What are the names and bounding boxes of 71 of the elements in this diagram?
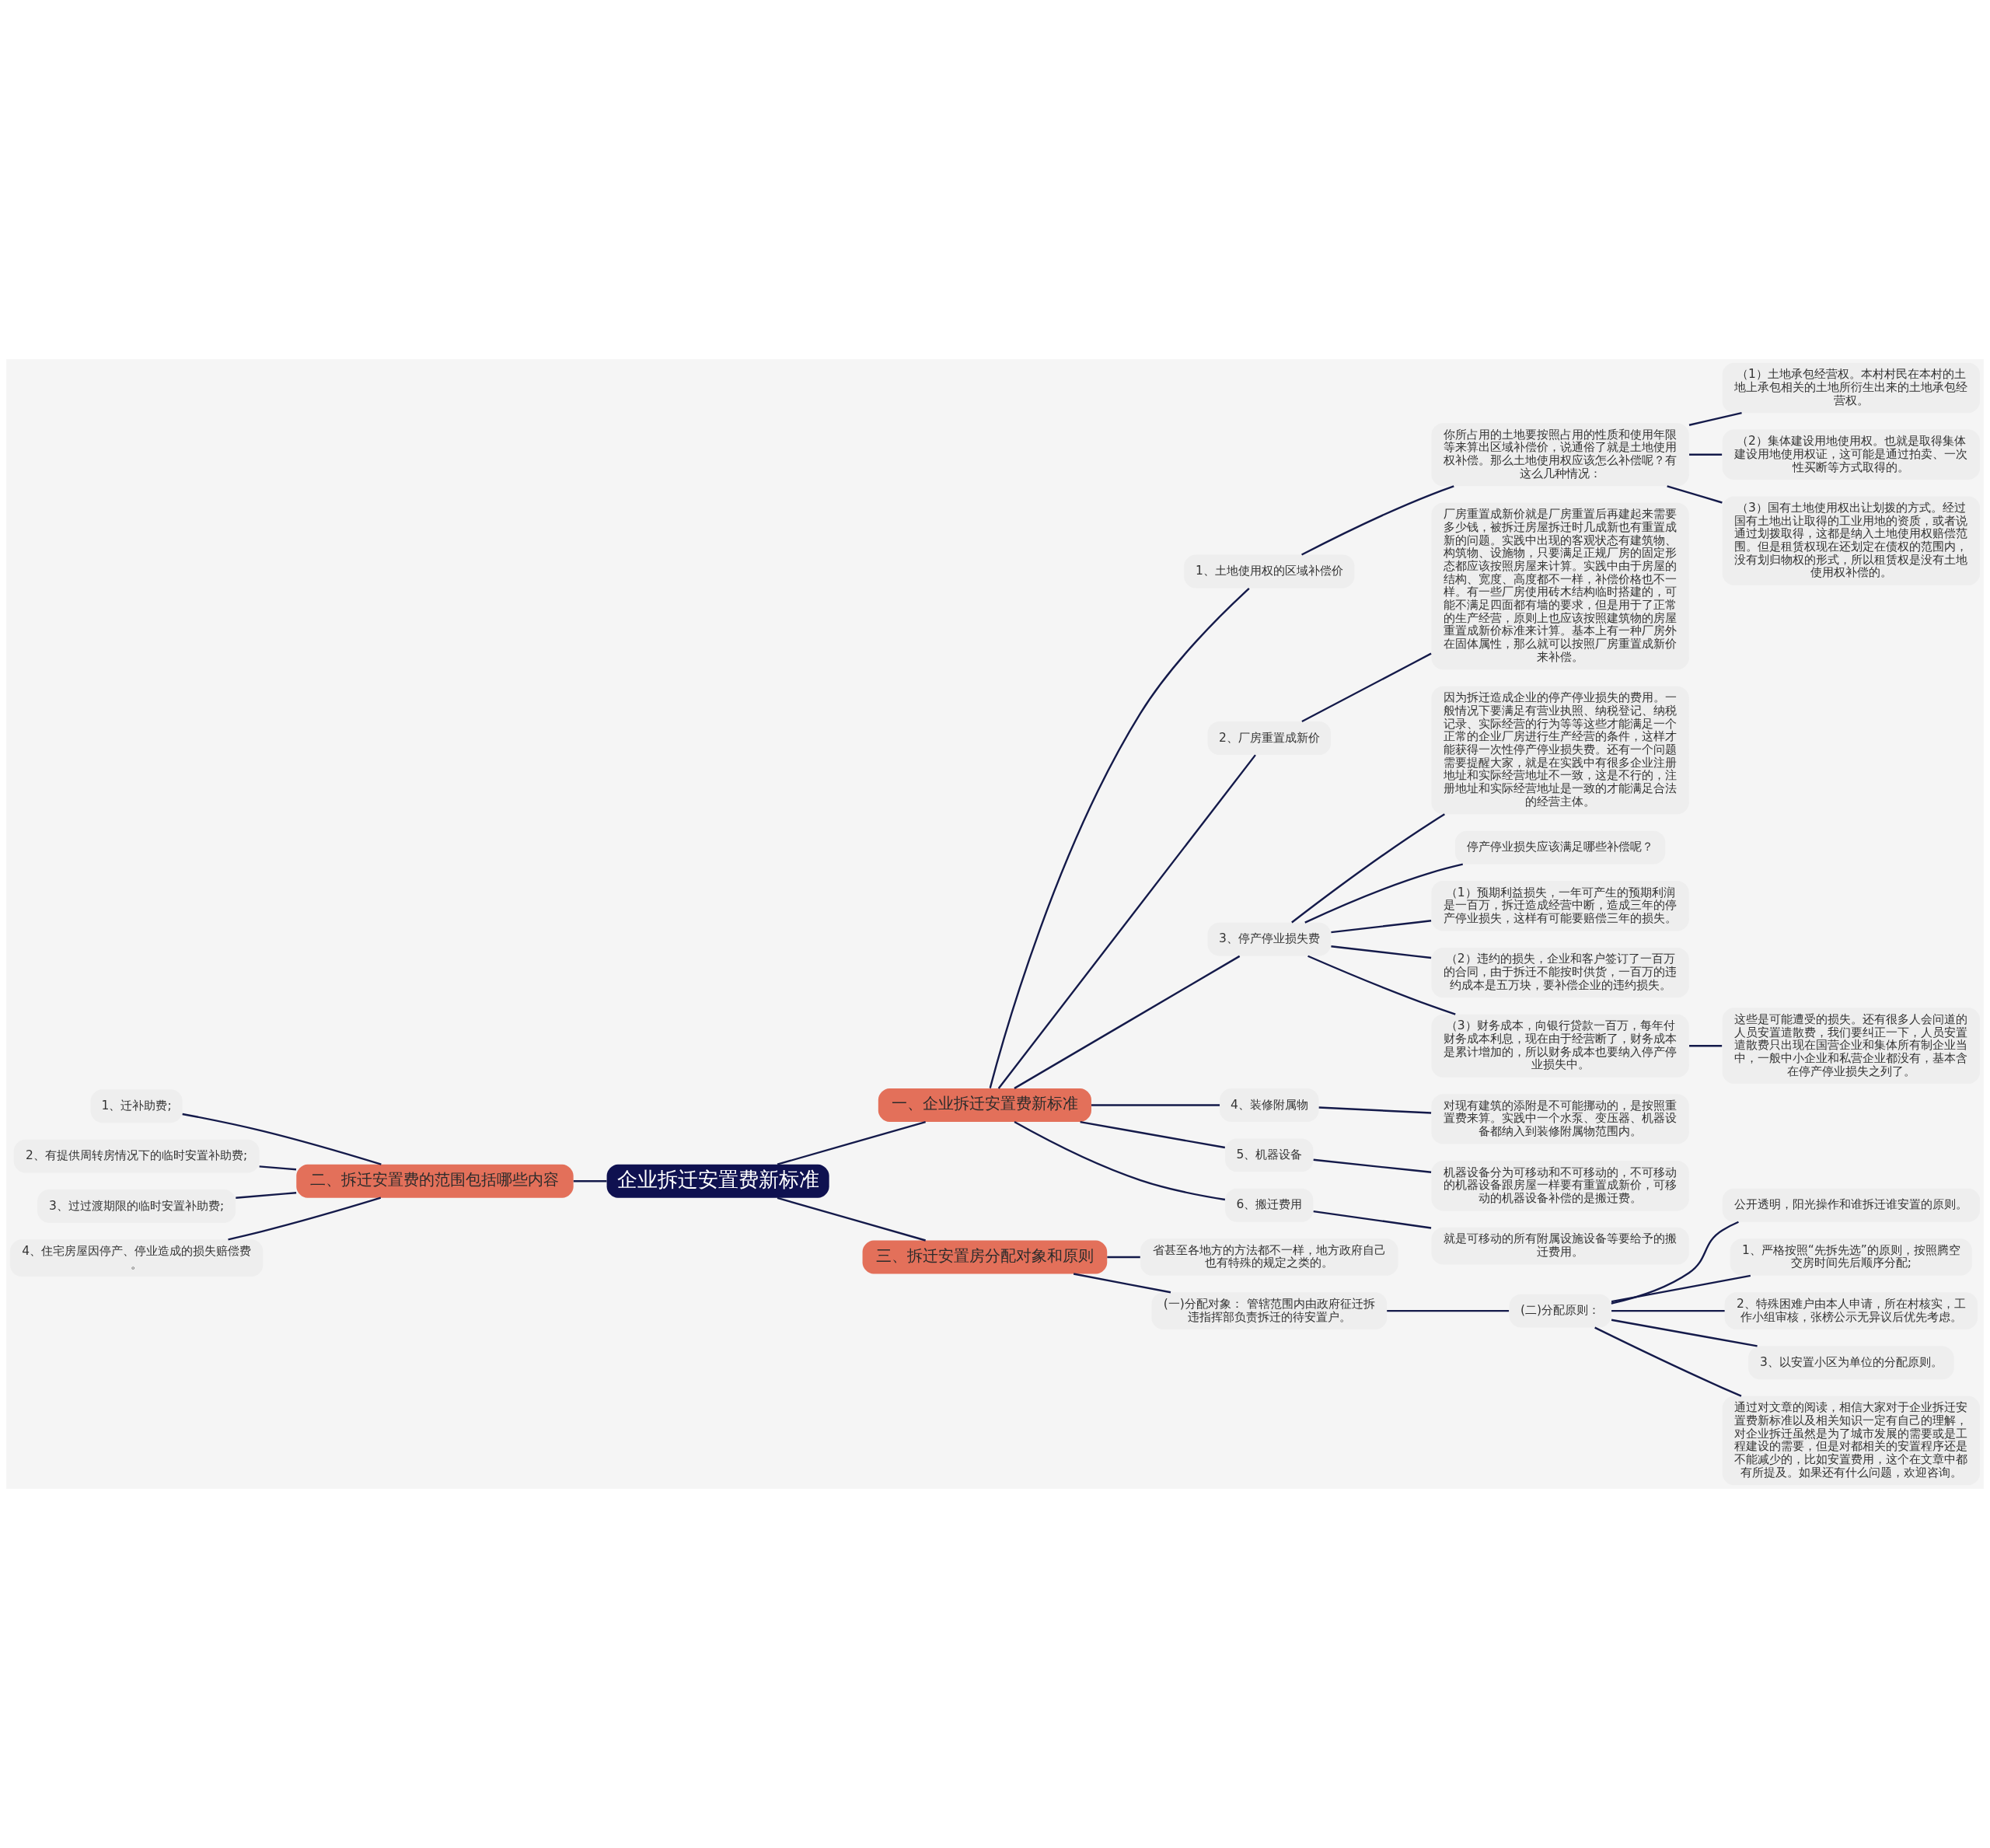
node-box: （2）违约的损失，企业和客户签订了一百万的合同，由于拆迁不能按时供货，一百万的违约成本是五万块，要补偿企业的违约损失。 [1431, 947, 1689, 998]
connector [1014, 1121, 1226, 1201]
node-box: （1）预期利益损失，一年可产生的预期利润是一百万，拆迁造成经营中断，造成三年的停产停业损失，这样有可能要赔偿三年的损失。 [1431, 881, 1689, 931]
connector [1611, 1221, 1739, 1305]
node-box: 你所占用的土地要按照占用的性质和使用年限等来算出区域补偿价，说通俗了就是土地使用权补偿。那么土地使用权应该怎么补偿呢？有这么几种情况： [1431, 423, 1689, 487]
node-box: (一)分配对象： 管辖范围内由政府征迁拆违指挥部负责拆迁的待安置户。 [1151, 1292, 1388, 1329]
connector [1331, 920, 1432, 934]
connector [777, 1120, 926, 1165]
connector [1594, 1326, 1742, 1397]
node-box: 三、拆迁安置房分配对象和原则 [862, 1240, 1108, 1274]
node-box: 3、过过渡期限的临时安置补助费; [37, 1189, 236, 1223]
connector [989, 588, 1250, 1088]
node-box: 二、拆迁安置费的范围包括哪些内容 [296, 1164, 574, 1198]
node-box: 2、厂房重置成新价 [1207, 721, 1332, 755]
connector [1313, 1210, 1432, 1229]
connector [236, 1192, 297, 1199]
connector [1611, 1274, 1751, 1303]
connector [1091, 1104, 1220, 1106]
connector [1318, 1106, 1432, 1114]
connector [182, 1113, 382, 1165]
node-box: 6、搬迁费用 [1225, 1188, 1314, 1222]
node-box: 机器设备分为可移动和不可移动的，不可移动的机器设备跟房屋一样要有重置成新价，可移动的机器设备补偿的是搬迁费。 [1431, 1161, 1689, 1211]
connector [1689, 453, 1723, 456]
node-box: 停产停业损失应该满足哪些补偿呢？ [1454, 830, 1666, 865]
node-box: 公开透明，阳光操作和谁拆迁谁安置的原则。 [1722, 1188, 1981, 1222]
connector [573, 1180, 607, 1183]
node-box: 4、装修附属物 [1220, 1088, 1319, 1122]
node-box: （2）集体建设用地使用权。也就是取得集体建设用地使用权证，这可能是通过拍卖、一次性买断等方式取得的。 [1722, 429, 1981, 480]
node-box: 3、以安置小区为单位的分配原则。 [1748, 1346, 1954, 1380]
connector [1307, 955, 1456, 1015]
connector [1688, 412, 1742, 426]
node-box: 2、有提供周转房情况下的临时安置补助费; [13, 1139, 260, 1173]
node-box: 就是可移动的所有附属设施设备等要给予的搬迁费用。 [1431, 1227, 1689, 1265]
node-box: 这些是可能遭受的损失。还有很多人会问道的人员安置遣散费，我们要纠正一下，人员安置遣散费只出现在国营企业和集体所有制企业当中，一般中小企业和私营企业都没有，基本含在停产停业损失之列了。 [1722, 1008, 1981, 1085]
node-box: 厂房重置成新价就是厂房重置后再建起来需要多少钱，被拆迁房屋拆迁时几成新也有重置成新的问题。实践中出现的客观状态有建筑物、构筑物、设施物，只要满足正规厂房的固定形态都应该按照房屋来计算。实践中由于房屋的结构、宽度、高度都不一样，补偿价格也不一样。有一些厂房使用砖木结构临时搭建的，可能不满足四面都有墙的要求，但是用于了正常的生产经营，原则上也应该按照建筑物的房屋重置成新价标准来计算。基本上有一种厂房外在固体属性，那么就可以按照厂房重置成新价来补偿。 [1431, 502, 1689, 670]
node-box: 1、土地使用权的区域补偿价 [1184, 554, 1355, 589]
connector [1073, 1273, 1171, 1294]
node-box: 一、企业拆迁安置费新标准 [878, 1088, 1091, 1122]
connector [1667, 485, 1723, 504]
connector [228, 1196, 382, 1241]
connector [1304, 863, 1464, 924]
node-box: （3）财务成本，向银行贷款一百万，每年付财务成本利息，现在由于经营断了，财务成本是累计增加的，所以财务成本也要纳入停产停业损失中。 [1431, 1014, 1689, 1078]
connector [1689, 1045, 1723, 1047]
node-box: 4、住宅房屋因停产、停业造成的损失赔偿费。 [9, 1239, 264, 1277]
connector [1080, 1120, 1226, 1149]
node-box: 企业拆迁安置费新标准 [606, 1164, 829, 1198]
connector [997, 754, 1256, 1089]
node-box: 3、停产停业损失费 [1207, 922, 1332, 956]
node-box: (二)分配原则： [1509, 1294, 1611, 1328]
node-box: （3）国有土地使用权出让划拨的方式。经过国有土地出让取得的工业用地的资质，或者说通过划拨取得，这都是纳入土地使用权赔偿范围。但是租赁权现在还划定在债权的范围内，没有划归物权的形式，所以租赁权是没有土地使用权补偿的。 [1722, 496, 1981, 585]
connector [1107, 1256, 1140, 1259]
connector [777, 1196, 926, 1242]
connector [1301, 485, 1454, 556]
connector [1331, 945, 1432, 959]
node-box: 2、特殊困难户由本人申请，所在村核实，工作小组审核，张榜公示无异议后优先考虑。 [1724, 1292, 1978, 1329]
node-box: 5、机器设备 [1225, 1138, 1314, 1172]
connector [1611, 1309, 1725, 1312]
node-box: （1）土地承包经营权。本村村民在本村的土地上承包相关的土地所衍生出来的土地承包经营权。 [1722, 362, 1981, 414]
node-box: 对现有建筑的添附是不可能挪动的，是按照重置费来算。实践中一个水泵、变压器、机器设备都纳入到装修附属物范围内。 [1431, 1094, 1689, 1144]
connector [1313, 1158, 1432, 1173]
connector [1387, 1309, 1510, 1312]
connector [1291, 813, 1445, 924]
connector [1301, 652, 1432, 723]
node-box: 通过对文章的阅读，相信大家对于企业拆迁安置费新标准以及相关知识一定有自己的理解，对企业拆迁虽然是为了城市发展的需要或是工程建设的需要，但是对都相关的安置程序还是不能减少的，比如安置费用，这个在文章中都有所提及。如果还有什么问题，欢迎咨询。 [1722, 1396, 1981, 1486]
node-box: 因为拆迁造成企业的停产停业损失的费用。一般情况下要满足有营业执照、纳税登记、纳税记录、实际经营的行为等等这些才能满足一个正常的企业厂房进行生产经营的条件，这样才能获得一次性停产停业损失费。还有一个问题需要提醒大家，就是在实践中有很多企业注册地址和实际经营地址不一致，这是不行的，注册地址和实际经营地址是一致的才能满足合法的经营主体。 [1431, 686, 1689, 815]
node-box: 省甚至各地方的方法都不一样，地方政府自己也有特殊的规定之类的。 [1140, 1238, 1398, 1276]
connector [259, 1165, 297, 1171]
node-box: 1、严格按照“先拆先选”的原则，按照腾空交房时间先后顺序分配; [1730, 1238, 1972, 1276]
connector [1611, 1319, 1758, 1347]
connector [1014, 955, 1241, 1089]
node-box: 1、迁补助费; [90, 1089, 183, 1123]
